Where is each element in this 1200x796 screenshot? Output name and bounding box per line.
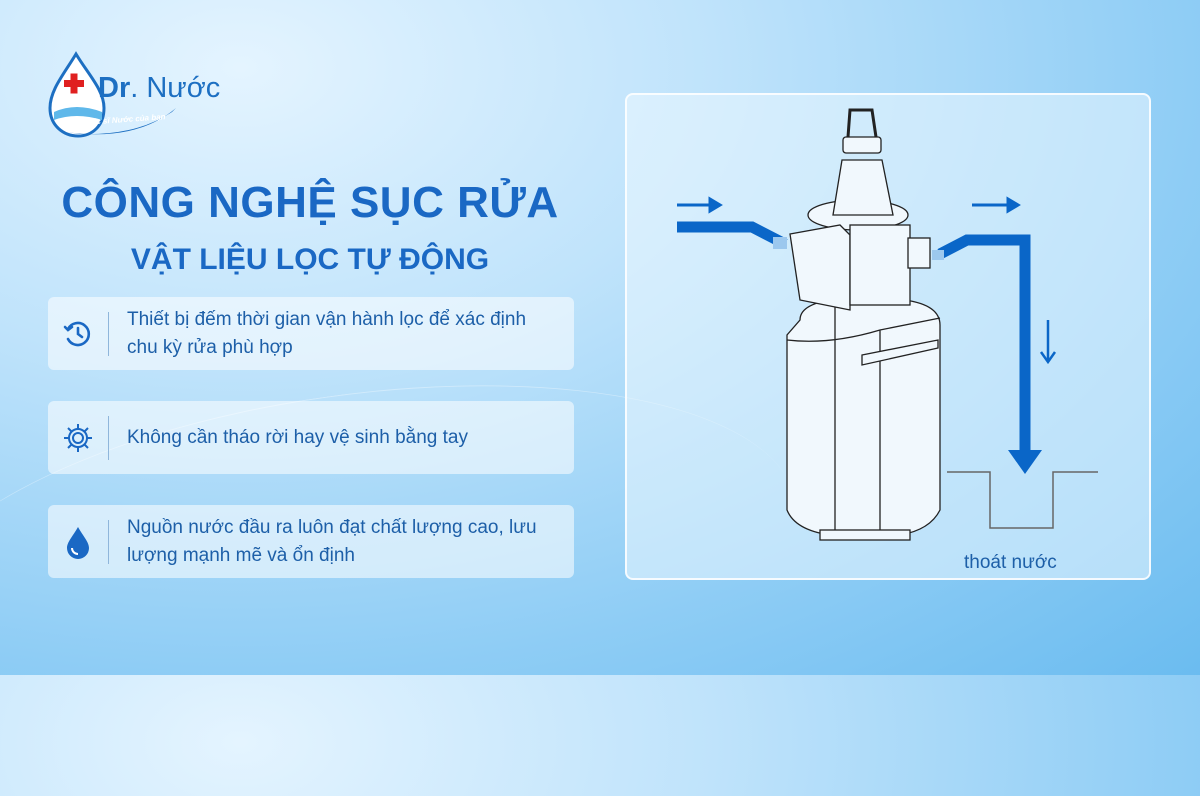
inlet-pipe — [677, 221, 788, 249]
feature-card-gear: Không cần tháo rời hay vệ sinh bằng tay — [48, 401, 574, 474]
timer-icon — [48, 297, 108, 370]
feature-text: Không cần tháo rời hay vệ sinh bằng tay — [127, 426, 468, 448]
feature-text: Thiết bị đếm thời gian vận hành lọc để x… — [127, 308, 527, 358]
outlet-arrowhead — [1008, 450, 1042, 474]
outlet-arrow-icon — [972, 196, 1021, 214]
water-drop-icon — [48, 505, 108, 578]
inlet-arrow-icon — [677, 196, 723, 214]
down-arrow-icon — [1039, 320, 1057, 365]
outlet-pipe — [937, 234, 1031, 455]
page-subtitle: VẬT LIỆU LỌC TỰ ĐỘNG — [130, 243, 490, 276]
brand-name: Dr. Nước — [98, 72, 221, 104]
feature-text: Nguồn nước đầu ra luôn đạt chất lượng ca… — [127, 516, 537, 566]
filter-diagram — [677, 108, 1098, 541]
water-drop-logo-icon — [48, 51, 176, 138]
filter-tank — [773, 108, 944, 541]
page-title: CÔNG NGHỆ SỤC RỬA — [61, 178, 559, 227]
drain — [947, 471, 1098, 529]
feature-card-water: Nguồn nước đầu ra luôn đạt chất lượng ca… — [48, 505, 574, 578]
drain-label: thoát nước — [964, 552, 1057, 573]
feature-card-timer: Thiết bị đếm thời gian vận hành lọc để x… — [48, 297, 574, 370]
gear-icon — [48, 401, 108, 474]
